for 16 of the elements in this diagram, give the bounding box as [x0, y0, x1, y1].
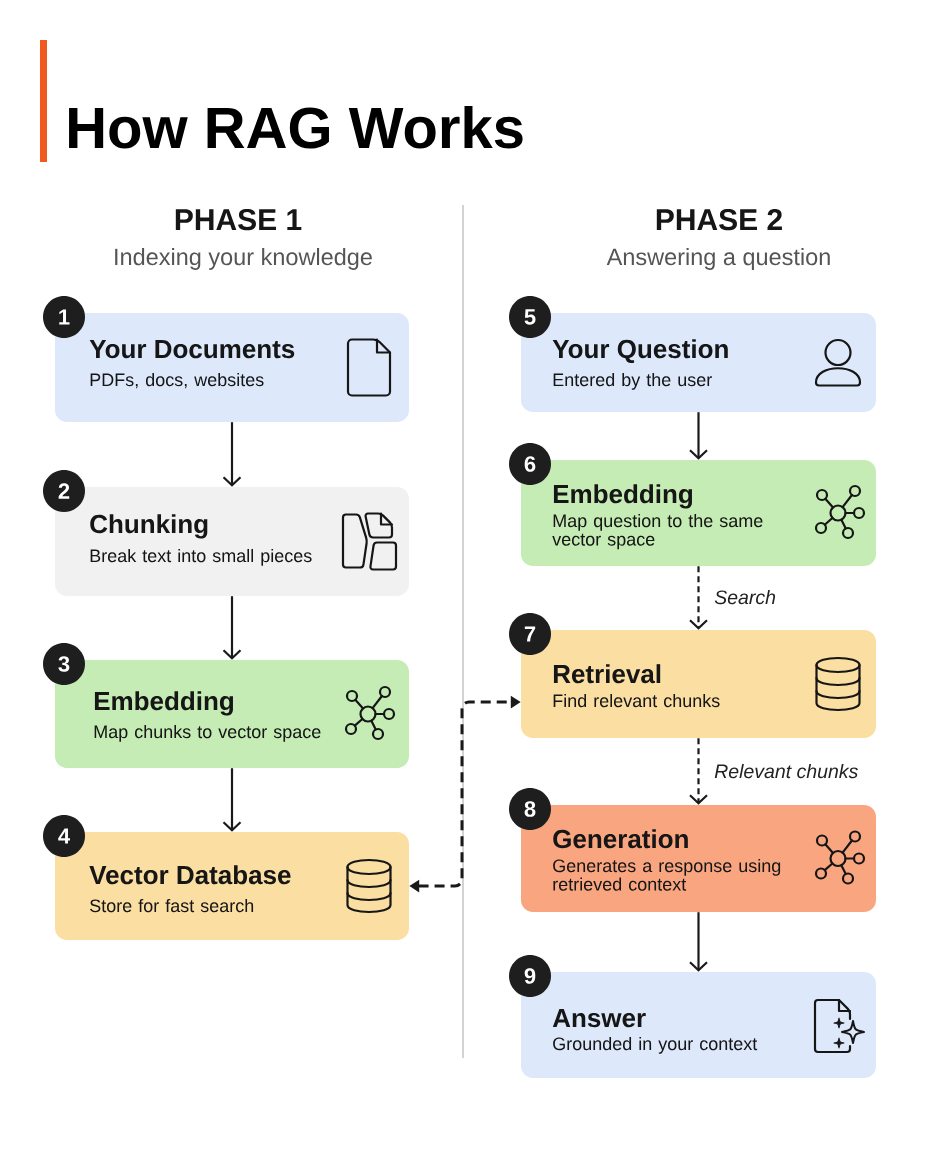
phase-subtitle: Answering a question [606, 248, 830, 270]
edge-label: Search [713, 588, 777, 606]
step-number-badge: 5 [509, 296, 551, 338]
step-number-badge: 4 [43, 815, 85, 857]
step-number-badge: 1 [43, 296, 85, 338]
step-number-badge: 6 [509, 443, 551, 485]
step-number-badge: 3 [43, 643, 85, 685]
edge-label: Relevant chunks [713, 762, 860, 780]
step-number-badge: 2 [43, 470, 85, 512]
phase-heading: PHASE 1 [175, 209, 302, 231]
title: How RAG Works [69, 106, 523, 149]
step-number-badge: 8 [509, 788, 551, 830]
step-number-badge: 7 [509, 613, 551, 655]
step-number-badge: 9 [509, 955, 551, 997]
phase-heading: PHASE 2 [656, 209, 782, 231]
phase-subtitle: Indexing your knowledge [115, 248, 372, 270]
